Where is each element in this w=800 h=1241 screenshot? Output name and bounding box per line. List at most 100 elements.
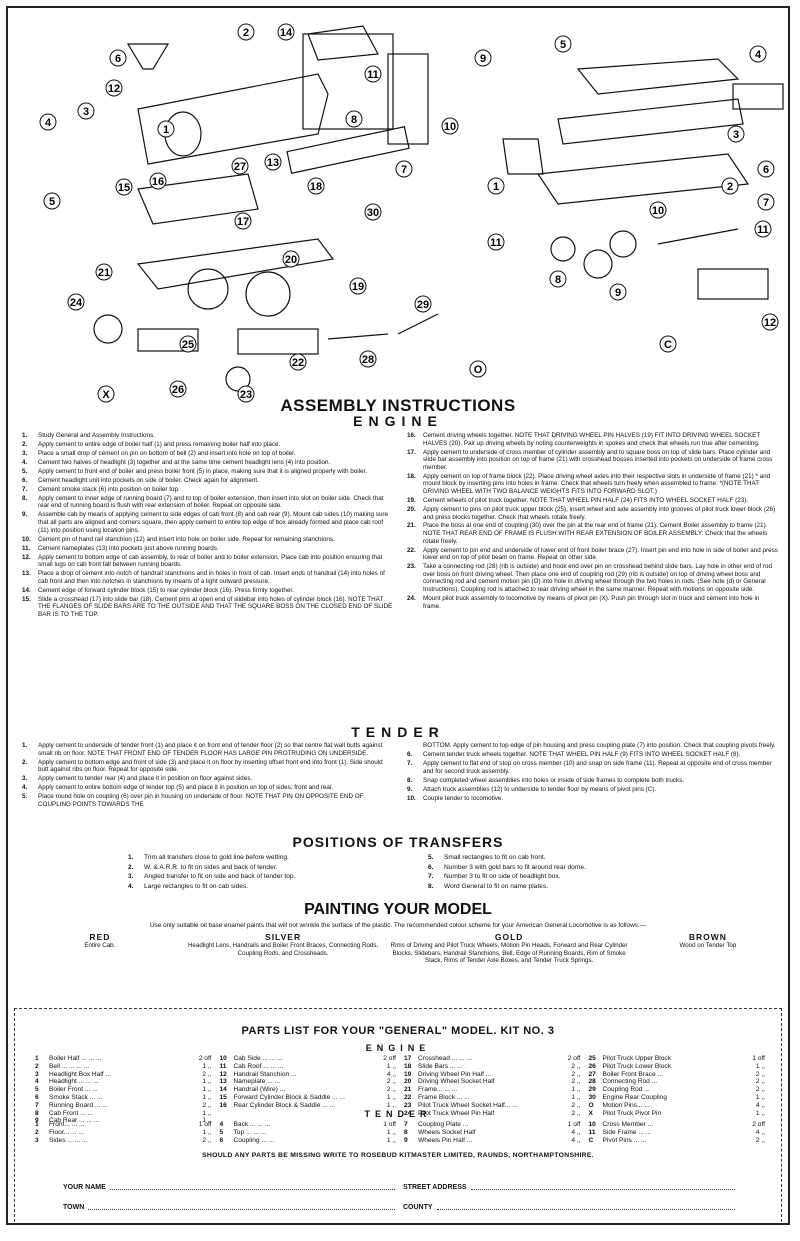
part-number: 2 [35, 1128, 39, 1136]
paint-color-name: GOLD [494, 932, 524, 942]
step-number: 12. [22, 553, 31, 561]
step-text: Place a drop of cement into notch of han… [38, 570, 385, 585]
town-line[interactable] [88, 1201, 395, 1210]
county-label: COUNTY [403, 1204, 433, 1211]
part-quantity: 4 ,, [571, 1128, 581, 1136]
step-number: 10. [22, 535, 31, 543]
engine-instructions-left: 1.Study General and Assembly Instruction… [22, 432, 393, 620]
your-name-line[interactable] [109, 1181, 395, 1190]
part-number: 10 [588, 1121, 596, 1128]
step-number: 10. [407, 794, 416, 802]
street-line[interactable] [470, 1181, 735, 1190]
callout-tender-12: 12 [761, 313, 779, 331]
step-number: 6. [428, 863, 434, 871]
address-row-2: TOWN COUNTY [63, 1201, 743, 1211]
part-number: 26 [588, 1062, 596, 1070]
part-number: 12 [219, 1070, 227, 1078]
step-text: Slide a crosshead (17) into slide bar (1… [38, 595, 393, 618]
step-number: 11. [22, 544, 31, 552]
part-name: Coupling ... ... [233, 1136, 275, 1144]
callout-engine-11: 11 [364, 65, 382, 83]
part-quantity: 2 ,, [571, 1078, 581, 1086]
part-name: Pilot Truck Wheel Pin Half [418, 1109, 495, 1117]
part-name: Coupling Rod ... [602, 1086, 650, 1094]
smoke-stack-shape [126, 43, 170, 70]
svg-text:3: 3 [83, 106, 89, 118]
callout-engine-14: 14 [277, 23, 295, 41]
part-number: 29 [588, 1086, 596, 1094]
step-text: Apply cement to pins on pilot truck uppe… [423, 505, 776, 521]
part-number: 6 [35, 1093, 39, 1101]
part-name: Top ... ... ... [233, 1128, 267, 1136]
part-name: Boiler Front Brace ... [602, 1070, 663, 1078]
instruction-step: 10.Cement pin of hand rail stanchion (12… [22, 536, 393, 544]
part-name: Cab Front ... ... [49, 1109, 93, 1117]
transfers-list: 1.Trim all transfers close to gold line … [128, 854, 688, 893]
pilot-block-shape [137, 328, 199, 352]
instruction-step: 5.Apply cement to front end of boiler an… [22, 468, 393, 476]
instruction-step: 7.Cement smoke stack (6) into position o… [22, 486, 393, 494]
step-text: Snap completed wheel assemblies into hol… [423, 776, 685, 784]
svg-text:23: 23 [240, 389, 252, 401]
coupling-rod-shape [397, 313, 439, 335]
part-number: 22 [404, 1093, 412, 1101]
painting-intro: Use only suitable oil base enamel paints… [149, 922, 647, 929]
step-number: 1. [128, 854, 134, 861]
part-number: 5 [35, 1086, 39, 1094]
part-name: Pilot Truck Pivot Pin [602, 1109, 662, 1117]
part-row: 6 Smoke Stack ... ... 1 ,, [35, 1094, 212, 1102]
step-number: 8. [407, 776, 413, 784]
step-number: 3. [128, 873, 134, 881]
svg-text:6: 6 [115, 53, 121, 65]
callout-engine-23: 23 [237, 385, 255, 403]
svg-text:19: 19 [352, 281, 364, 293]
callout-engine-20: 20 [282, 250, 300, 268]
svg-text:10: 10 [444, 121, 456, 133]
part-quantity: 2 ,, [571, 1101, 581, 1109]
part-number: 30 [588, 1093, 596, 1101]
part-number: 25 [588, 1055, 596, 1062]
instruction-step: 9.Assemble cab by means of applying ceme… [22, 511, 393, 534]
part-quantity: 1 ,, [755, 1093, 765, 1101]
step-number: 24. [407, 595, 416, 602]
part-quantity: 2 off [383, 1055, 396, 1062]
parts-engine-heading: ENGINE [365, 1043, 431, 1053]
part-name: Smoke Stack ... ... [49, 1093, 103, 1101]
step-text: Apply cement to flat end of stop on cros… [423, 759, 772, 775]
callout-engine-15: 15 [115, 178, 133, 196]
step-number: 3. [22, 449, 28, 457]
part-name: Back ... ... ... [233, 1121, 271, 1128]
county-line[interactable] [436, 1201, 735, 1210]
callout-engine-X: X [97, 385, 115, 403]
part-quantity: 1 off [198, 1121, 212, 1128]
instruction-step: 6.Cement tender truck wheels together. N… [407, 751, 778, 759]
part-number: 24 [404, 1109, 412, 1117]
tender-front-shape [502, 138, 544, 175]
part-quantity: 2 off [752, 1121, 765, 1128]
part-name: Forward Cylinder Block & Saddle ... ... [233, 1093, 345, 1101]
svg-text:2: 2 [243, 27, 249, 39]
part-name: Coupling Plate ... [418, 1121, 469, 1128]
part-quantity: 1 ,, [202, 1093, 212, 1101]
svg-text:1: 1 [163, 124, 169, 136]
instruction-step: 1.Study General and Assembly Instruction… [22, 432, 393, 440]
step-text: Place the boss at one end of coupling (3… [423, 522, 768, 545]
part-quantity: 2 ,, [202, 1136, 212, 1144]
instruction-step: 19.Cement wheels of pilot truck together… [407, 497, 778, 505]
instruction-step: 17.Apply cement to underside of cross me… [407, 449, 778, 472]
part-quantity: 1 ,, [386, 1062, 396, 1070]
step-number: 7. [407, 759, 413, 767]
step-number: 14. [22, 586, 31, 594]
part-number: 14 [219, 1086, 227, 1094]
